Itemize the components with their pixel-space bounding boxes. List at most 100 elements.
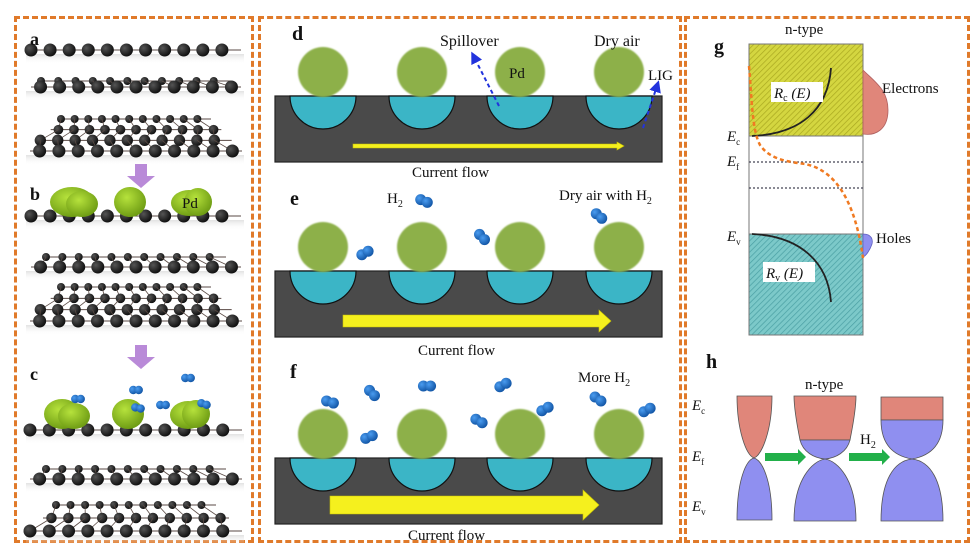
layer-shadow xyxy=(26,535,244,545)
hydrogen-atom xyxy=(136,404,145,413)
carbon-atom xyxy=(119,43,133,57)
carbon-atom xyxy=(162,293,172,304)
pd-contact-pocket xyxy=(486,270,554,305)
hydrogen-atom xyxy=(202,400,211,410)
band-gap-region xyxy=(748,135,864,235)
carbon-atom xyxy=(52,472,66,486)
carbon-atom xyxy=(34,134,46,146)
pd-nanoparticle xyxy=(594,222,644,272)
h-title: n-type xyxy=(805,377,844,393)
lig-label: LIG xyxy=(648,68,673,84)
spillover-label: Spillover xyxy=(440,33,499,50)
carbon-atom xyxy=(84,293,95,304)
carbon-atom xyxy=(53,293,64,304)
pd-contact-pocket xyxy=(388,270,456,305)
carbon-atom xyxy=(110,80,124,94)
carbon-atom xyxy=(121,134,133,146)
carbon-atom xyxy=(148,144,162,158)
carbon-atom xyxy=(146,124,157,135)
carbon-atom xyxy=(129,472,143,486)
carbon-atom xyxy=(216,423,230,437)
carbon-atom xyxy=(187,144,201,158)
rv-curve xyxy=(751,233,832,303)
h2-molecule xyxy=(360,430,378,444)
h2-molecule xyxy=(356,245,374,261)
carbon-atom xyxy=(100,423,114,437)
carbon-atom xyxy=(42,524,56,538)
carbon-atom xyxy=(62,524,76,538)
hydrogen-atom xyxy=(186,373,195,383)
g-title: n-type xyxy=(785,22,824,38)
carbon-atom xyxy=(148,314,162,328)
ev-label-g: Ev xyxy=(726,229,741,247)
layer-shadow xyxy=(26,54,244,64)
band-cone-1 xyxy=(736,395,773,521)
carbon-atom xyxy=(53,124,64,135)
hydrogen-atom xyxy=(595,395,607,407)
pd-contact-pocket xyxy=(289,457,357,492)
carbon-atom xyxy=(81,43,95,57)
carbon-atom xyxy=(129,80,143,94)
carbon-atom xyxy=(33,314,47,328)
current-flow-label-e: Current flow xyxy=(418,343,495,359)
carbon-atom xyxy=(53,80,67,94)
pd-label-d: Pd xyxy=(509,66,525,82)
pd-particles-c xyxy=(44,399,210,429)
graphene-layer-b3 xyxy=(26,283,244,335)
pd-nanoparticle xyxy=(594,409,644,459)
carbon-atom xyxy=(148,260,162,274)
graphene-layer-c3 xyxy=(23,501,244,545)
lig-arrow-icon xyxy=(642,80,661,129)
h2-molecules-e xyxy=(356,194,608,261)
hydrogen-atom xyxy=(134,385,143,395)
pd-nanoparticle xyxy=(397,47,447,97)
graphene-layer-c2 xyxy=(26,465,244,493)
carbon-atom xyxy=(177,43,191,57)
carbon-atom xyxy=(224,260,238,274)
carbon-atom xyxy=(52,314,66,328)
rc-label-bg xyxy=(771,82,823,102)
lig-panel-f xyxy=(274,409,663,525)
carbon-atom xyxy=(205,260,219,274)
carbon-atom xyxy=(186,80,200,94)
carbon-atom xyxy=(34,260,48,274)
carbon-atom xyxy=(90,144,104,158)
pd-nanoparticle xyxy=(495,47,545,97)
carbon-atom xyxy=(71,472,85,486)
carbon-atom xyxy=(33,472,47,486)
layer-shadow xyxy=(26,483,244,493)
h2-molecule xyxy=(131,403,145,413)
current-flow-label-f: Current flow xyxy=(408,528,485,544)
carbon-atom xyxy=(225,314,239,328)
pd-contact-pocket xyxy=(388,457,456,492)
carbon-atom xyxy=(53,260,67,274)
graphene-layer-a3 xyxy=(26,115,244,165)
pd-nanoparticle xyxy=(298,409,348,459)
carbon-atom xyxy=(69,134,81,146)
h2-molecule xyxy=(590,208,608,224)
panel-label-d: d xyxy=(292,23,303,45)
carbon-atom xyxy=(52,134,64,146)
lig-panel-d xyxy=(274,47,663,163)
h2-molecule xyxy=(197,398,211,410)
carbon-atom xyxy=(225,472,239,486)
band-cone-3 xyxy=(880,396,944,522)
h2-molecules-f xyxy=(321,377,656,444)
panel-label-c: c xyxy=(30,364,38,384)
panel-def-frame xyxy=(258,16,682,543)
dry-air-with-h2-label: Dry air with H2 xyxy=(559,188,652,207)
carbon-atom xyxy=(34,80,48,94)
holes-distribution xyxy=(862,233,873,258)
carbon-atom xyxy=(52,144,66,158)
graphene-layer-b2 xyxy=(26,253,244,281)
h2-molecule xyxy=(364,384,380,402)
h2-label-h: H2 xyxy=(860,432,876,451)
pd-nanoparticle xyxy=(495,409,545,459)
pd-contact-pocket xyxy=(486,95,554,130)
carbon-atom xyxy=(158,43,172,57)
carbon-atom xyxy=(191,134,203,146)
transition-arrow-2-icon xyxy=(849,449,890,465)
layer-shadow xyxy=(26,91,244,101)
pd-nanoparticle xyxy=(298,47,348,97)
carbon-atom xyxy=(139,524,153,538)
